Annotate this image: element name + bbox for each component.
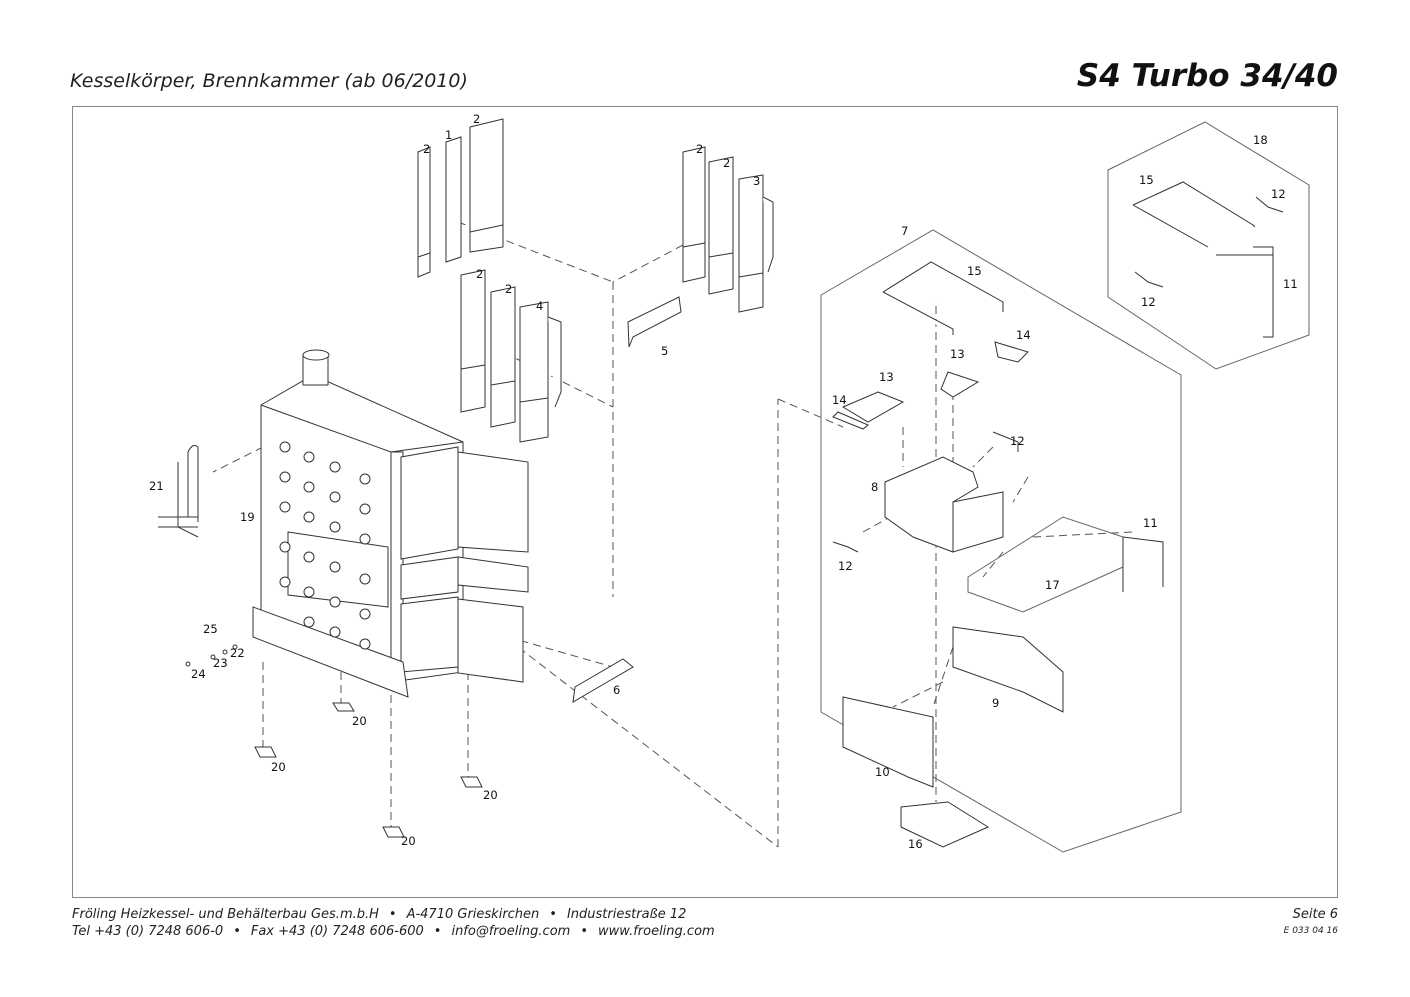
footer-page-info: Seite 6 E 033 04 16 xyxy=(1284,906,1338,940)
callout-2c: 2 xyxy=(696,142,703,156)
deflector-6 xyxy=(572,658,634,703)
deflector-5 xyxy=(627,296,682,348)
callout-20b: 20 xyxy=(271,760,286,774)
baffle-panels-3 xyxy=(460,269,562,443)
callout-17: 17 xyxy=(1045,578,1060,592)
page-title: S4 Turbo 34/40 xyxy=(1076,58,1338,94)
heat-exchanger-21 xyxy=(158,444,199,538)
callout-14a: 14 xyxy=(832,393,847,407)
box-18-parts xyxy=(1132,181,1284,338)
callout-12d: 12 xyxy=(1141,295,1156,309)
callout-2e: 2 xyxy=(476,267,483,281)
callout-15b: 15 xyxy=(1139,173,1154,187)
callout-12b: 12 xyxy=(838,559,853,573)
callout-6: 6 xyxy=(613,683,620,697)
callout-20c: 20 xyxy=(483,788,498,802)
exploded-view-diagram: 2 1 2 2 2 3 2 2 4 5 6 7 8 9 10 11 11 12 … xyxy=(149,112,1310,853)
callout-14b: 14 xyxy=(1016,328,1031,342)
callout-7: 7 xyxy=(901,224,908,238)
callout-4: 4 xyxy=(536,299,543,313)
callout-21: 21 xyxy=(149,479,164,493)
company-city: A-4710 Grieskirchen xyxy=(406,907,540,922)
boiler-body xyxy=(252,349,529,698)
callout-13b: 13 xyxy=(950,347,965,361)
callout-24: 24 xyxy=(191,667,206,681)
company-tel: Tel +43 (0) 7248 606-0 xyxy=(72,924,224,939)
company-email[interactable]: info@froeling.com xyxy=(451,924,571,939)
company-name: Fröling Heizkessel- und Behälterbau Ges.… xyxy=(72,907,379,922)
baffle-panels-2 xyxy=(682,146,774,313)
callout-9: 9 xyxy=(992,696,999,710)
callout-2f: 2 xyxy=(505,282,512,296)
screws-22-25 xyxy=(185,644,238,667)
callout-13a: 13 xyxy=(879,370,894,384)
page-subtitle: Kesselkörper, Brennkammer (ab 06/2010) xyxy=(70,70,468,92)
callout-3: 3 xyxy=(753,174,760,188)
callout-23: 23 xyxy=(213,656,228,670)
callout-12a: 12 xyxy=(1010,434,1025,448)
company-street: Industriestraße 12 xyxy=(566,907,687,922)
callout-15a: 15 xyxy=(967,264,982,278)
callout-10: 10 xyxy=(875,765,890,779)
callout-1: 1 xyxy=(445,128,452,142)
callout-5: 5 xyxy=(661,344,668,358)
callout-16: 16 xyxy=(908,837,923,851)
callout-25: 25 xyxy=(203,622,218,636)
callout-19: 19 xyxy=(240,510,255,524)
callout-11a: 11 xyxy=(1143,516,1158,530)
callout-2a: 2 xyxy=(423,142,430,156)
combustion-chamber xyxy=(832,261,1164,848)
baffle-panels-1 xyxy=(417,118,504,278)
callout-2b: 2 xyxy=(473,112,480,126)
callout-labels: 2 1 2 2 2 3 2 2 4 5 6 7 8 9 10 11 11 12 … xyxy=(149,112,1298,851)
callout-20a: 20 xyxy=(352,714,367,728)
page-number: Seite 6 xyxy=(1292,907,1338,922)
footer-line-2: Tel +43 (0) 7248 606-0•Fax +43 (0) 7248 … xyxy=(72,924,715,939)
boiler-holes xyxy=(279,441,371,650)
company-web[interactable]: www.froeling.com xyxy=(598,924,715,939)
company-fax: Fax +43 (0) 7248 606-600 xyxy=(250,924,424,939)
callout-2d: 2 xyxy=(723,156,730,170)
callout-20d: 20 xyxy=(401,834,416,848)
footer-contact: Fröling Heizkessel- und Behälterbau Ges.… xyxy=(72,906,715,940)
callout-11b: 11 xyxy=(1283,277,1298,291)
exploded-view-frame: 2 1 2 2 2 3 2 2 4 5 6 7 8 9 10 11 11 12 … xyxy=(72,106,1338,898)
foot-pads-20 xyxy=(254,702,483,838)
callout-22: 22 xyxy=(230,646,245,660)
callout-8: 8 xyxy=(871,480,878,494)
footer-line-1: Fröling Heizkessel- und Behälterbau Ges.… xyxy=(72,907,687,922)
document-code: E 033 04 16 xyxy=(1283,926,1338,936)
callout-18: 18 xyxy=(1253,133,1268,147)
callout-12c: 12 xyxy=(1271,187,1286,201)
